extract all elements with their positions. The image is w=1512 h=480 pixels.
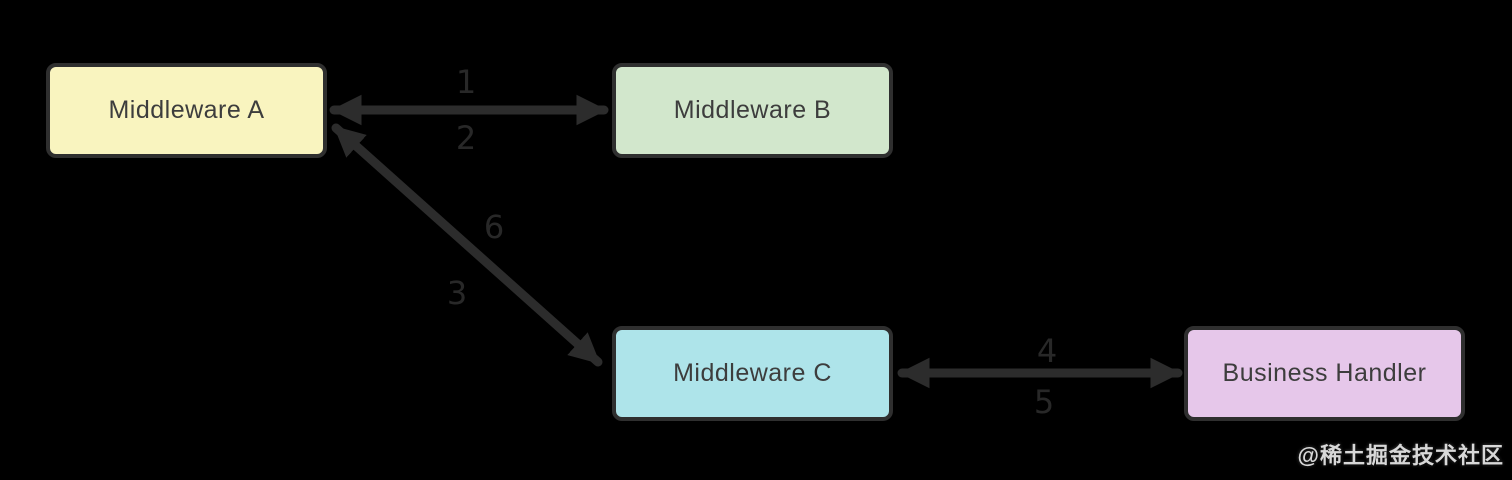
- node-middleware-a: Middleware A: [46, 63, 327, 158]
- arrow-a-to-c: [331, 123, 603, 367]
- node-business-handler-label: Business Handler: [1222, 359, 1427, 387]
- edge-label-a-to-b-step: 1: [455, 63, 477, 101]
- watermark: @稀土掘金技术社区: [1297, 443, 1504, 468]
- node-middleware-b-label: Middleware B: [673, 96, 832, 124]
- node-business-handler: Business Handler: [1184, 326, 1465, 421]
- edge-label-c-to-handler-step: 4: [1036, 332, 1058, 370]
- node-middleware-a-label: Middleware A: [108, 96, 265, 124]
- edge-label-handler-to-c-step: 5: [1033, 383, 1055, 421]
- edge-label-b-to-a-step: 2: [455, 119, 477, 157]
- node-middleware-c-label: Middleware C: [673, 359, 832, 387]
- node-middleware-c: Middleware C: [612, 326, 893, 421]
- edge-label-c-to-a-step: 6: [483, 208, 505, 246]
- edge-label-a-to-c-step: 3: [446, 274, 468, 312]
- node-middleware-b: Middleware B: [612, 63, 893, 158]
